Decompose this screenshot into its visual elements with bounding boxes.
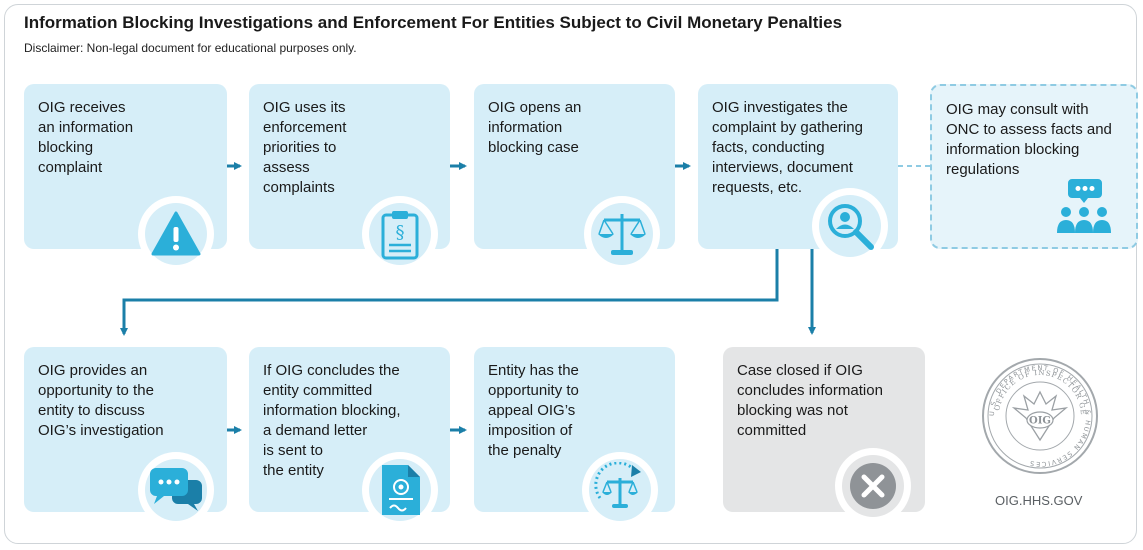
clipboard-icon-circle: §	[362, 196, 438, 272]
disclaimer-text: Disclaimer: Non-legal document for educa…	[24, 41, 357, 55]
step-discuss-investigation: OIG provides an opportunity to the entit…	[24, 347, 227, 512]
meeting-group-icon	[1057, 179, 1111, 233]
appeal-icon-circle	[582, 452, 658, 528]
letter-icon-circle	[362, 452, 438, 528]
close-x-icon	[850, 463, 896, 509]
step-receive-complaint: OIG receives an information blocking com…	[24, 84, 227, 249]
step-text: If OIG concludes the entity committed in…	[263, 362, 401, 479]
scales-icon-circle	[584, 196, 660, 272]
step-text: OIG uses its enforcement priorities to a…	[263, 99, 347, 196]
warning-icon	[151, 211, 201, 256]
seal-badge: OIG	[1029, 416, 1051, 427]
step-text: OIG opens an information blocking case	[488, 99, 582, 156]
appeal-scales-icon	[594, 462, 641, 508]
step-text: OIG provides an opportunity to the entit…	[38, 362, 164, 439]
close-icon-circle	[835, 448, 911, 524]
clipboard-section-icon: §	[381, 211, 419, 260]
chat-bubbles-icon	[150, 468, 202, 511]
step-text: OIG may consult with ONC to assess facts…	[946, 101, 1112, 178]
website-label: OIG.HHS.GOV	[995, 493, 1083, 508]
step-consult-onc: OIG may consult with ONC to assess facts…	[930, 84, 1138, 249]
magnifier-person-icon	[828, 204, 874, 250]
oig-seal-graphic: U.S. DEPARTMENT OF HEALTH & HUMAN SERVIC…	[980, 356, 1098, 474]
chat-icon-circle	[138, 452, 214, 528]
step-text: Entity has the opportunity to appeal OIG…	[488, 362, 579, 459]
svg-text:§: §	[396, 222, 405, 243]
demand-letter-icon	[382, 465, 420, 515]
step-text: Case closed if OIG concludes information…	[737, 362, 883, 439]
step-text: OIG receives an information blocking com…	[38, 99, 134, 176]
warning-icon-circle	[138, 196, 214, 272]
step-text: OIG investigates the complaint by gather…	[712, 99, 863, 196]
page-title: Information Blocking Investigations and …	[24, 13, 843, 32]
meeting-icon-wrap	[1054, 176, 1114, 236]
arrow-step4-step6	[120, 249, 779, 336]
scales-icon	[598, 214, 646, 255]
magnifier-icon-circle	[812, 188, 888, 264]
infographic-frame	[4, 4, 1137, 544]
oig-seal: U.S. DEPARTMENT OF HEALTH & HUMAN SERVIC…	[980, 356, 1100, 476]
